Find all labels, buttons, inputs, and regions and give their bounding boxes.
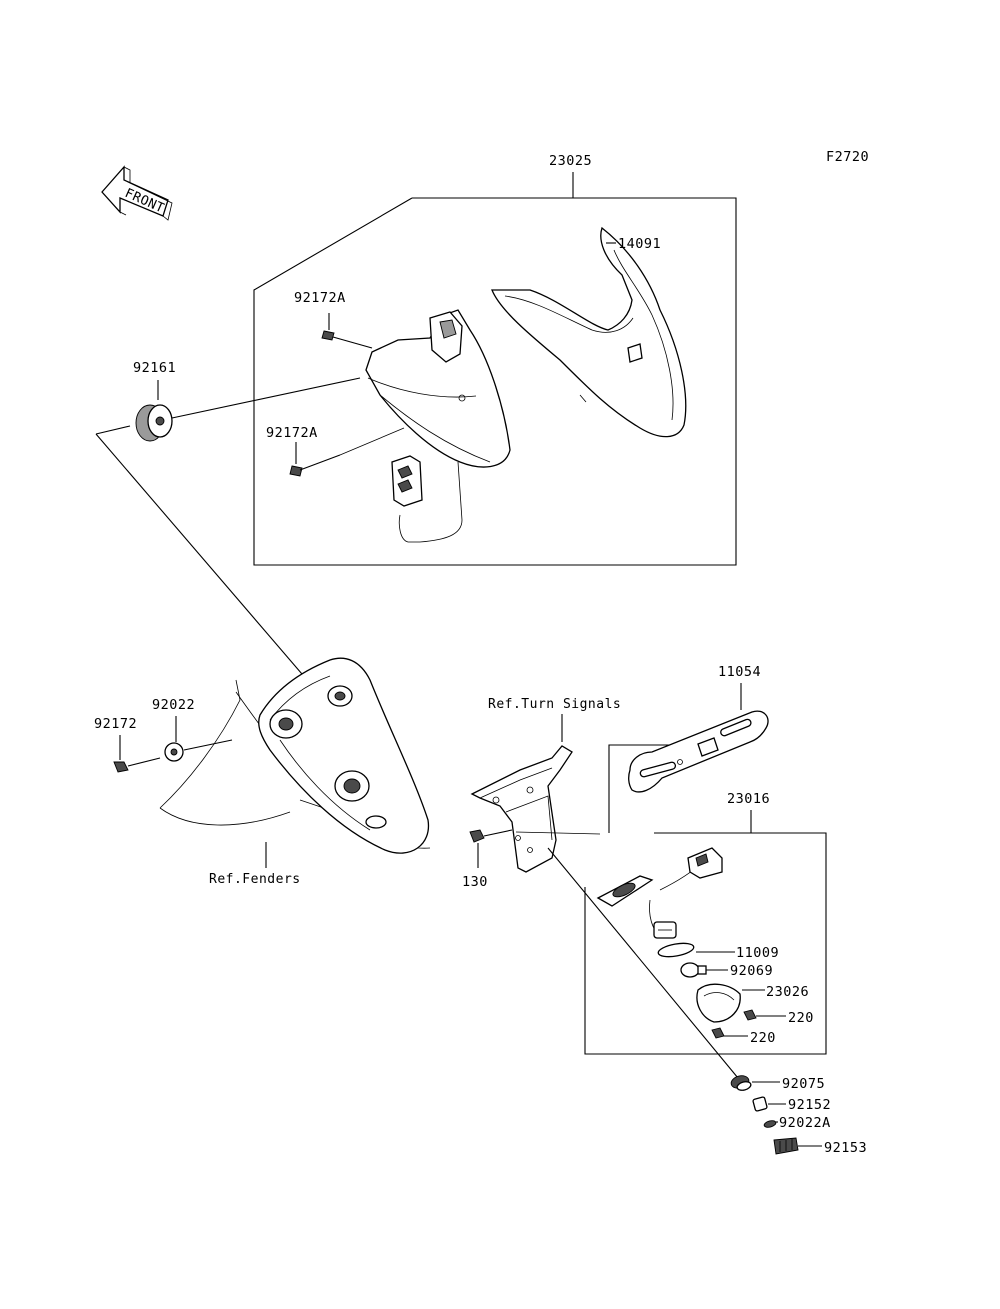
part-label-23016: 23016 (727, 791, 770, 807)
bracket-11054 (628, 710, 769, 793)
part-label-92022: 92022 (152, 697, 195, 713)
screw-92172A-top (321, 313, 373, 349)
screw-220-b (711, 1027, 725, 1039)
part-label-14091: 14091 (618, 236, 661, 252)
part-label-130: 130 (462, 874, 488, 890)
damper-92075 (730, 1075, 752, 1091)
part-label-92152: 92152 (788, 1097, 831, 1113)
license-bracket (470, 745, 573, 873)
part-label-92075: 92075 (782, 1076, 825, 1092)
bolt-130 (469, 829, 601, 843)
front-arrow-icon: FRONT (101, 165, 173, 221)
ref-turn-signals: Ref.Turn Signals (488, 697, 621, 712)
part-label-23026: 23026 (766, 984, 809, 1000)
bulb-92069 (680, 962, 707, 978)
lens-cover-14091 (491, 226, 687, 438)
part-label-92161: 92161 (133, 360, 176, 376)
part-label-92172: 92172 (94, 716, 137, 732)
assembly-23025-box: 23025 (253, 153, 737, 566)
license-light-assembly (596, 847, 723, 939)
ref-fenders: Ref.Fenders (209, 872, 301, 887)
part-label-220-a: 220 (788, 1010, 814, 1026)
collar-92152 (752, 1096, 768, 1112)
bolt-92172 (113, 757, 161, 773)
tail-lamp-housing (365, 309, 511, 543)
part-label-92069: 92069 (730, 963, 773, 979)
part-label-92172A-top: 92172A (294, 290, 346, 306)
rear-fender (159, 657, 431, 854)
part-label-92172A-bottom: 92172A (266, 425, 318, 441)
grommet-92161 (135, 404, 173, 442)
screw-92172A-bottom (289, 427, 405, 477)
lens-23026 (696, 983, 741, 1023)
screw-220-a (743, 1009, 757, 1021)
part-label-92153: 92153 (824, 1140, 867, 1156)
part-label-220-b: 220 (750, 1030, 776, 1046)
washer-92022A (763, 1120, 777, 1128)
part-label-11054: 11054 (718, 664, 761, 680)
part-label-23025: 23025 (549, 153, 592, 169)
part-label-11009: 11009 (736, 945, 779, 961)
gasket-11009 (657, 942, 695, 958)
part-label-92022A: 92022A (779, 1115, 831, 1131)
bolt-92153 (773, 1137, 799, 1155)
figure-code: F2720 (826, 149, 869, 165)
washer-92022 (164, 742, 184, 762)
